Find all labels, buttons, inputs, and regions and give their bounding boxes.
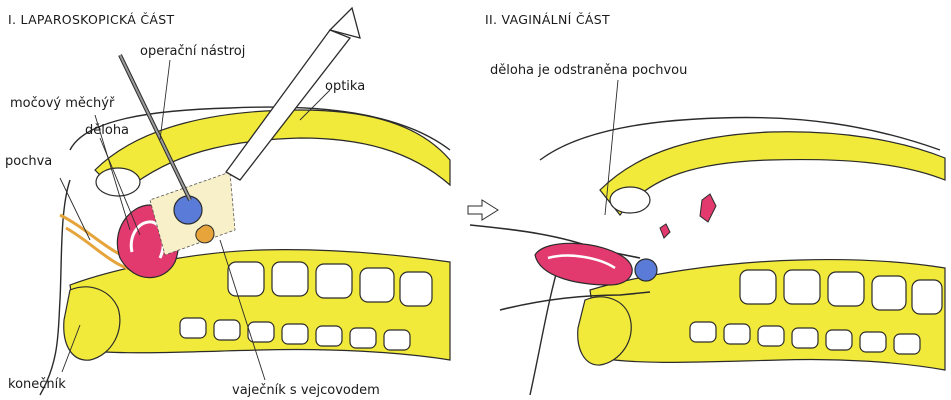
right-panel-title: II. VAGINÁLNÍ ČÁST [485, 14, 610, 27]
label-bladder: močový měchýř [10, 97, 114, 110]
label-vagina: pochva [5, 155, 52, 168]
label-rectum: konečník [8, 378, 66, 391]
right-uterus [535, 243, 632, 285]
left-panel-drawing [40, 8, 450, 395]
label-optics: optika [325, 80, 365, 93]
right-tissue-fragment-1 [700, 194, 716, 222]
label-instrument: operační nástroj [140, 45, 245, 58]
right-tissue-fragment-2 [660, 224, 670, 238]
right-abdominal-wall-fat [600, 132, 945, 215]
right-ovary [635, 259, 657, 281]
right-pull-arrow [468, 200, 498, 220]
label-uterus: děloha [85, 124, 129, 137]
left-panel-title: I. LAPAROSKOPICKÁ ČÁST [8, 14, 174, 27]
right-bladder [610, 187, 650, 213]
label-ovary: vaječník s vejcovodem [232, 384, 380, 397]
label-uterus-removed: děloha je odstraněna pochvou [490, 64, 687, 77]
right-panel-drawing [468, 80, 945, 395]
